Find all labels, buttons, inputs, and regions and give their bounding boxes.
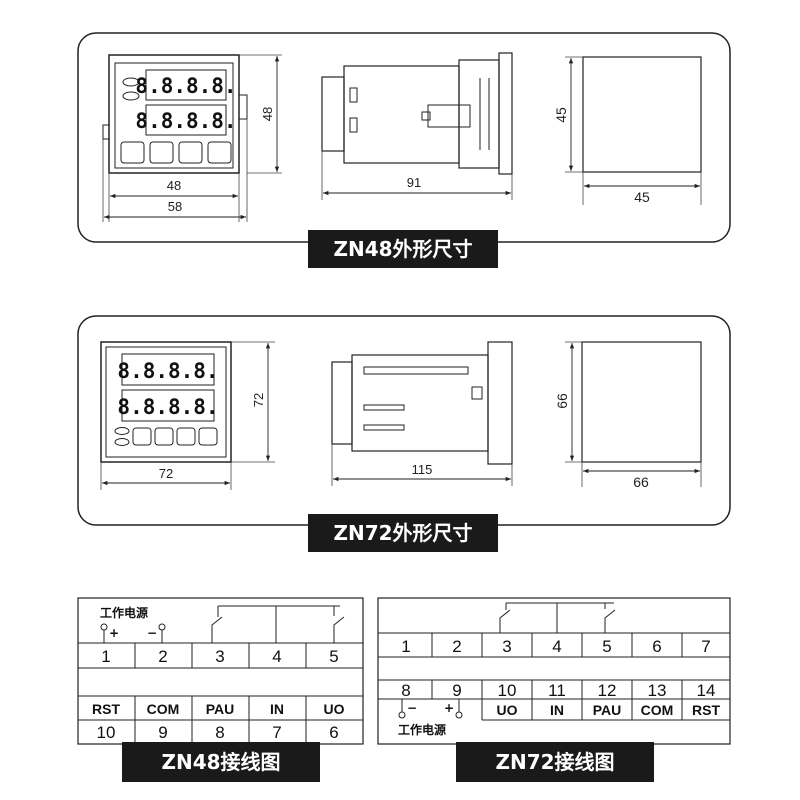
zn48-front-view: 8.8.8.8. 8.8.8.8. 48 58 48 [102, 54, 282, 222]
zn48-cutout-view: 45 45 [553, 56, 702, 205]
zn72-terminal-6: 6 [652, 637, 661, 656]
zn48-terminal-7: 7 [272, 723, 281, 742]
zn72-terminal-12: 12 [598, 681, 617, 700]
zn48-relay-contacts [211, 605, 345, 643]
zn48-cutout-width-dim: 45 [634, 189, 650, 205]
zn48-key-3 [178, 141, 203, 164]
zn72-terminal-4: 4 [552, 637, 561, 656]
zn48-minus-sign: − [147, 626, 157, 640]
zn48-terminal-10: 10 [97, 723, 116, 742]
zn72-cutout-view: 66 66 [554, 341, 702, 490]
zn48-terminal-1: 1 [101, 647, 110, 666]
zn72-front-height-dim: 72 [251, 393, 266, 407]
zn48-dimension-panel: 8.8.8.8. 8.8.8.8. 48 58 48 [77, 32, 731, 268]
zn48-side-view: 91 [321, 52, 513, 200]
zn72-front-view: 8.8.8.8. 8.8.8.8. 72 72 [100, 341, 275, 490]
zn72-terminal-7: 7 [701, 637, 710, 656]
zn72-power-label: 工作电源 [398, 722, 446, 737]
zn72-display-bottom: 8.8.8.8. [117, 395, 218, 419]
zn48-terminal-4: 4 [272, 647, 281, 666]
zn72-key-2 [154, 427, 174, 446]
zn72-label-uo: UO [497, 702, 518, 718]
zn48-key-4 [207, 141, 232, 164]
zn48-front-width-dim: 48 [167, 178, 181, 193]
zn48-plus-sign: + [109, 626, 119, 640]
zn48-label-pau: PAU [206, 701, 235, 717]
zn72-key-1 [132, 427, 152, 446]
zn72-plus-sign: + [444, 701, 454, 715]
zn72-side-view: 115 [331, 341, 513, 486]
zn72-front-width-dim: 72 [159, 466, 173, 481]
zn48-label-rst: RST [92, 701, 120, 717]
zn48-terminal-3: 3 [215, 647, 224, 666]
zn48-terminal-6: 6 [329, 723, 338, 742]
zn48-title: ZN48外形尺寸 [333, 237, 472, 261]
zn72-wiring-diagram: 1 2 3 4 5 6 7 8 9 10 11 12 13 14 − + 工作电… [377, 597, 731, 782]
zn72-label-in: IN [550, 702, 564, 718]
zn48-key-2 [149, 141, 174, 164]
zn72-minus-sign: − [407, 701, 417, 715]
zn48-wiring-diagram: 工作电源 + − 1 2 3 4 5 RST COM PAU IN UO [77, 597, 364, 782]
zn72-wiring-title: ZN72接线图 [495, 750, 614, 774]
zn72-display-top: 8.8.8.8. [117, 359, 218, 383]
zn72-terminal-8: 8 [401, 681, 410, 700]
zn72-terminal-10: 10 [498, 681, 517, 700]
zn72-power-symbols: − + [398, 699, 463, 719]
zn72-depth-dim: 115 [412, 462, 433, 477]
zn72-key-3 [176, 427, 196, 446]
zn48-label-com: COM [147, 701, 180, 717]
zn48-label-in: IN [270, 701, 284, 717]
zn48-depth-dim: 91 [407, 175, 421, 190]
zn48-terminal-8: 8 [215, 723, 224, 742]
zn48-terminal-2: 2 [158, 647, 167, 666]
zn72-cutout-width-dim: 66 [633, 474, 649, 490]
zn72-terminal-3: 3 [502, 637, 511, 656]
zn72-dimension-panel: 8.8.8.8. 8.8.8.8. 72 72 [77, 315, 731, 552]
zn72-terminal-13: 13 [648, 681, 667, 700]
zn72-label-com: COM [641, 702, 674, 718]
zn72-terminal-5: 5 [602, 637, 611, 656]
zn48-title-tab: ZN48外形尺寸 [308, 230, 498, 268]
zn72-terminal-1: 1 [401, 637, 410, 656]
zn48-cutout-height-dim: 45 [553, 107, 569, 123]
zn72-title: ZN72外形尺寸 [333, 521, 472, 545]
zn72-title-tab: ZN72外形尺寸 [308, 514, 498, 552]
zn48-terminal-9: 9 [158, 723, 167, 742]
zn48-key-1 [120, 141, 145, 164]
zn48-display-bottom: 8.8.8.8. [135, 109, 236, 133]
zn48-wiring-title: ZN48接线图 [161, 750, 280, 774]
zn48-label-uo: UO [324, 701, 345, 717]
zn48-terminal-5: 5 [329, 647, 338, 666]
zn72-terminal-11: 11 [548, 681, 566, 700]
zn72-terminal-2: 2 [452, 637, 461, 656]
zn72-label-pau: PAU [593, 702, 622, 718]
zn72-terminal-14: 14 [697, 681, 716, 700]
zn48-power-label: 工作电源 [100, 605, 148, 620]
zn72-key-4 [198, 427, 218, 446]
zn72-terminal-9: 9 [452, 681, 461, 700]
zn48-display-top: 8.8.8.8. [135, 74, 236, 98]
zn48-power-symbols: + − [100, 623, 166, 643]
zn48-overall-width-dim: 58 [168, 199, 182, 214]
zn72-label-rst: RST [692, 702, 720, 718]
zn72-relay-contacts [499, 602, 616, 633]
zn48-front-height-dim: 48 [260, 107, 275, 121]
zn72-cutout-height-dim: 66 [554, 393, 570, 409]
